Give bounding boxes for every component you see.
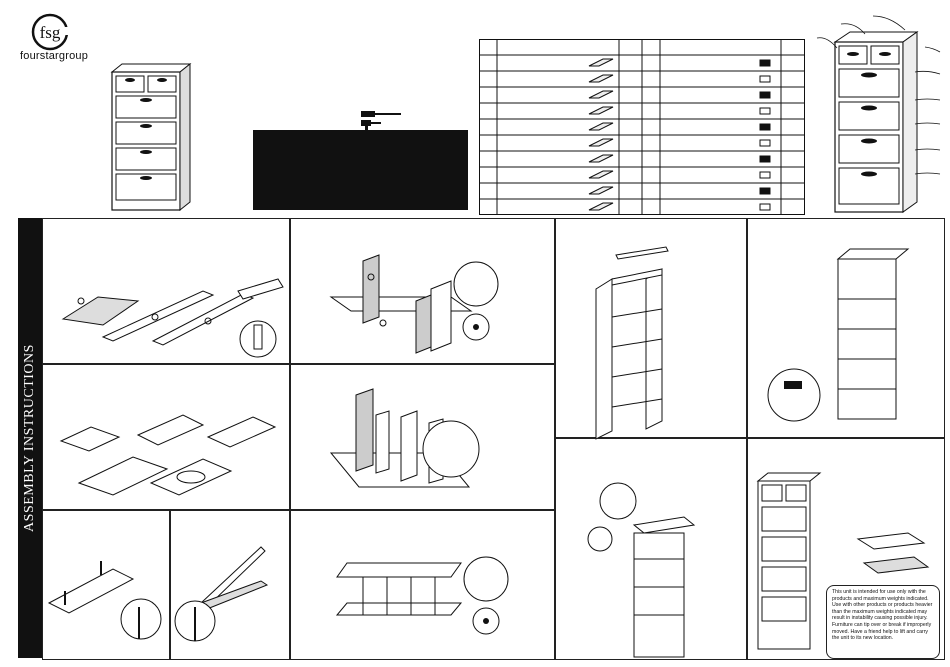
brand-logo: fsg xyxy=(30,12,72,52)
step-3-panel xyxy=(42,364,290,510)
part-panel-icon xyxy=(588,170,614,179)
section-title-bar xyxy=(18,218,42,658)
brand-name: fourstargroup xyxy=(20,50,89,62)
part-panel-icon xyxy=(588,202,614,211)
cam-nut-icon xyxy=(759,171,771,179)
section-title: ASSEMBLY INSTRUCTIONS xyxy=(22,344,38,532)
clip-icon xyxy=(759,139,771,147)
part-panel-icon xyxy=(588,106,614,115)
step-8-panel xyxy=(747,218,945,438)
cam-lock-icon xyxy=(759,91,771,99)
part-panel-icon xyxy=(588,122,614,131)
step-5b-panel xyxy=(170,510,290,660)
part-panel-icon xyxy=(588,186,614,195)
pin-icon xyxy=(759,155,771,163)
part-panel-icon xyxy=(588,58,614,67)
washer-icon xyxy=(759,203,771,211)
step-2-panel xyxy=(290,218,555,364)
part-panel-icon xyxy=(588,74,614,83)
dresser-illustration xyxy=(110,42,192,214)
tools-required xyxy=(355,108,405,133)
part-panel-icon xyxy=(588,138,614,147)
step-9-panel xyxy=(555,438,747,660)
bracket-icon xyxy=(759,123,771,131)
dowel-icon xyxy=(759,107,771,115)
fsg-logo-icon: fsg xyxy=(31,13,72,51)
part-panel-icon xyxy=(588,154,614,163)
step-4-panel xyxy=(290,364,555,510)
logo-monogram: fsg xyxy=(40,23,61,42)
parts-notice-box xyxy=(253,130,468,210)
screw-icon xyxy=(759,75,771,83)
screw-long-icon xyxy=(759,187,771,195)
step-6-panel xyxy=(290,510,555,660)
step-1-panel xyxy=(42,218,290,364)
part-panel-icon xyxy=(588,90,614,99)
screwdriver-icon xyxy=(361,111,401,117)
spring-icon xyxy=(759,59,771,67)
parts-list-table xyxy=(479,39,805,215)
step-10-panel xyxy=(747,438,945,660)
safety-notice: This unit is intended for use only with … xyxy=(826,585,940,659)
step-7-panel xyxy=(555,218,747,440)
assembled-dresser-labeled xyxy=(815,12,945,217)
step-5a-panel xyxy=(42,510,170,660)
hammer-icon xyxy=(361,120,381,133)
